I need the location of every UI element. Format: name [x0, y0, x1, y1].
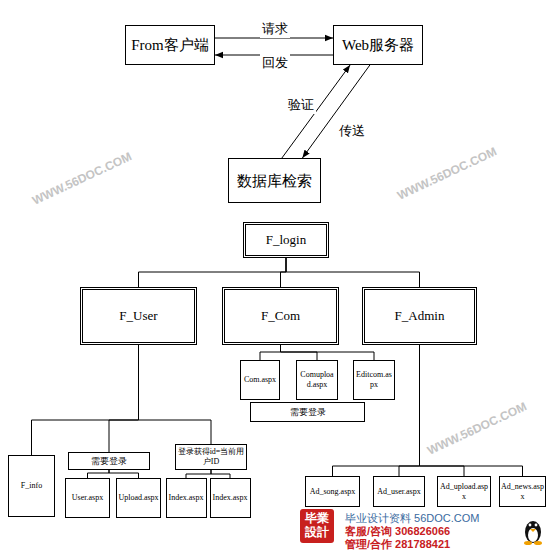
- node-text: F_Admin: [394, 308, 446, 324]
- module-box: F_User: [80, 287, 197, 345]
- note-band: 登录获得id=当前用户ID: [175, 444, 247, 470]
- node-text: Com.aspx: [243, 375, 277, 385]
- watermark: WWW.56DOC.COM: [425, 399, 529, 457]
- client-box: From客户端: [125, 25, 215, 65]
- page-box: Ad_song.aspx: [305, 476, 360, 507]
- database-box: 数据库检索: [228, 158, 321, 203]
- page-box: Index.aspx: [166, 478, 207, 518]
- page-box: Ad_user.aspx: [373, 476, 425, 507]
- module-box: F_Com: [222, 287, 339, 345]
- connector: [139, 258, 287, 287]
- connector: [281, 258, 287, 287]
- page-box: Ad_upload.aspx: [437, 476, 491, 507]
- page-box: Ad_news.aspx: [499, 476, 546, 507]
- node-text: Ad_song.aspx: [309, 487, 357, 497]
- node-text: From客户端: [130, 36, 210, 54]
- connector: [286, 258, 420, 287]
- note-band: 需要登录: [68, 452, 150, 470]
- connector: [420, 345, 465, 476]
- connector: [211, 470, 230, 478]
- connector: [139, 345, 212, 444]
- connector: [88, 470, 110, 478]
- connector: [109, 470, 139, 478]
- node-text: Upload.aspx: [117, 493, 159, 503]
- penguin-icon: [524, 521, 542, 545]
- contact-text: 客服/咨询 306826066: [345, 524, 450, 539]
- page-box: Com.aspx: [240, 360, 280, 400]
- node-text: 登录获得id=当前用户ID: [176, 447, 246, 466]
- node-text: Ad_user.aspx: [376, 487, 421, 497]
- note-band: 需要登录: [250, 402, 365, 422]
- contact-text: 管理/合作 281788421: [345, 537, 450, 550]
- node-text: F_Com: [260, 308, 301, 324]
- page-box: Comupload.aspx: [296, 360, 338, 400]
- edge-label: 验证: [286, 96, 316, 114]
- server-box: Web服务器: [333, 25, 423, 65]
- node-text: Ad_news.aspx: [500, 482, 545, 501]
- connector: [282, 65, 350, 158]
- login-module-box: F_login: [243, 222, 329, 258]
- edge-label: 请求: [260, 20, 290, 38]
- logo-mark: 毕業設計: [300, 509, 334, 543]
- connector: [260, 345, 281, 360]
- node-text: Index.aspx: [212, 493, 249, 503]
- node-text: F_User: [118, 308, 158, 324]
- connector: [32, 345, 139, 455]
- page-box: F_info: [8, 455, 55, 517]
- connector: [186, 470, 211, 478]
- node-text: F_login: [265, 232, 307, 248]
- page-box: Upload.aspx: [116, 478, 161, 518]
- watermark: WWW.56DOC.COM: [30, 149, 134, 207]
- connector: [109, 345, 139, 452]
- connector: [399, 345, 420, 476]
- page-box: Editcom.aspx: [353, 360, 395, 400]
- node-text: Index.aspx: [168, 493, 205, 503]
- page-box: User.aspx: [65, 478, 110, 518]
- node-text: User.aspx: [71, 493, 104, 503]
- edge-label: 传送: [337, 122, 367, 140]
- connector: [281, 345, 375, 360]
- module-box: F_Admin: [362, 287, 477, 345]
- node-text: 数据库检索: [236, 172, 313, 190]
- node-text: 需要登录: [90, 456, 128, 467]
- page-box: Index.aspx: [210, 478, 251, 518]
- node-text: Comupload.aspx: [297, 370, 337, 389]
- edge-label: 回发: [260, 54, 290, 72]
- node-text: Ad_upload.aspx: [438, 482, 490, 501]
- watermark: WWW.56DOC.COM: [395, 144, 499, 202]
- node-text: Editcom.aspx: [354, 370, 394, 389]
- node-text: 需要登录: [289, 407, 327, 418]
- node-text: F_info: [20, 481, 43, 491]
- node-text: Web服务器: [341, 36, 415, 54]
- site-text: 毕业设计资料 56DOC.COM: [345, 511, 479, 526]
